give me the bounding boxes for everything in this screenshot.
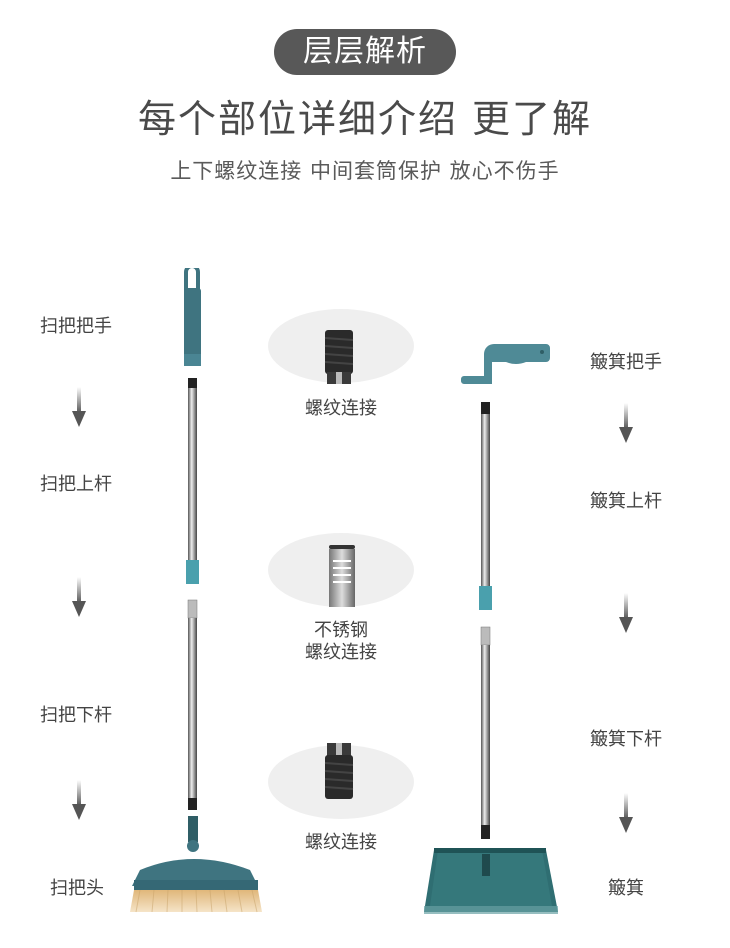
black-thread-connector-image [324, 330, 354, 384]
steel-thread-connector-image [329, 545, 355, 607]
callout-label: 螺纹连接 [305, 832, 377, 853]
down-arrow-icon [619, 793, 633, 833]
broom-head-label: 扫把头 [50, 878, 104, 899]
callout-label: 螺纹连接 [305, 398, 377, 419]
dustpan-exploded-image [424, 344, 558, 914]
callout-label: 螺纹连接 [305, 642, 377, 663]
down-arrow-icon [619, 403, 633, 443]
dustpan-upper-pole-label: 簸箕上杆 [590, 491, 662, 512]
page-title: 每个部位详细介绍 更了解 [137, 97, 593, 141]
down-arrow-icon [72, 577, 86, 617]
down-arrow-icon [619, 593, 633, 633]
black-thread-connector-image [324, 743, 354, 799]
down-arrow-icon [72, 780, 86, 820]
dustpan-handle-label: 簸箕把手 [590, 352, 662, 373]
broom-lower-pole-label: 扫把下杆 [40, 705, 112, 726]
down-arrow-icon [72, 387, 86, 427]
broom-exploded-image [130, 268, 262, 913]
callout-label: 不锈钢 [314, 620, 368, 641]
dustpan-label: 簸箕 [608, 878, 644, 899]
page-subtitle: 上下螺纹连接 中间套筒保护 放心不伤手 [170, 159, 560, 183]
broom-handle-label: 扫把把手 [40, 316, 112, 337]
broom-handle [184, 268, 201, 366]
dustpan-handle [461, 344, 550, 384]
dustpan-lower-pole-label: 簸箕下杆 [590, 729, 662, 750]
broom-upper-pole-label: 扫把上杆 [40, 474, 112, 495]
section-badge: 层层解析 [274, 29, 456, 75]
